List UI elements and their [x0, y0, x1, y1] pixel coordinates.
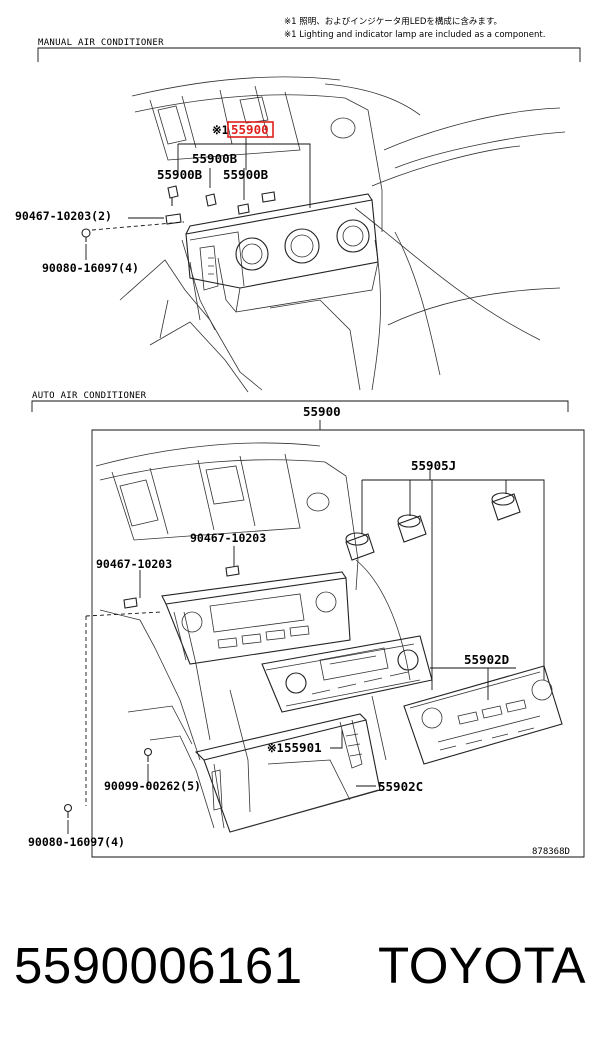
note-japanese: ※1 照明、およびインジケータ用LEDを構成に含みます。 [284, 16, 502, 27]
label-90467-10203-2: 90467-10203(2) [15, 209, 112, 223]
label-90080-16097-4-auto: 90080-16097(4) [28, 835, 125, 849]
label-55902c: 55902C [378, 779, 423, 794]
label-55900-highlighted: 55900 [231, 122, 269, 137]
label-55902d: 55902D [464, 652, 509, 667]
label-90080-16097-4: 90080-16097(4) [42, 261, 139, 275]
label-55905j: 55905J [411, 458, 456, 473]
label-90467-10203-a: 90467-10203 [190, 531, 266, 545]
label-55900b-2: 55900B [157, 167, 203, 182]
leader-55900-manual [178, 143, 311, 208]
leader-55905j-frame [362, 479, 545, 680]
section-title-manual: MANUAL AIR CONDITIONER [38, 38, 164, 48]
leader-screw-b-dash [91, 221, 185, 231]
manual-clips [81, 185, 276, 242]
leader-55900b [177, 144, 245, 200]
highlight-box [227, 121, 274, 138]
footer-brand: TOYOTA [378, 937, 586, 994]
highlight-prefix: ※1 [212, 123, 229, 137]
leader-55901 [330, 730, 343, 749]
leader-55902d [430, 667, 516, 700]
bezel-55902c [194, 713, 381, 833]
footer-part-number: 5590006161 [14, 937, 303, 994]
auto-knobs [345, 492, 521, 561]
label-55901: 55901 [284, 740, 322, 755]
label-90099-00262-5: 90099-00262(5) [104, 779, 201, 793]
auto-clips [63, 565, 240, 818]
panel-55901 [261, 635, 433, 713]
panel-55902d [403, 665, 563, 765]
label-55900b-1: 55900B [192, 151, 238, 166]
auto-control-panel [161, 571, 351, 665]
section-title-auto: AUTO AIR CONDITIONER [32, 391, 147, 401]
label-55900b-3: 55900B [223, 167, 269, 182]
note-english: ※1 Lighting and indicator lamp are inclu… [284, 30, 545, 40]
leader-55905j-branches [361, 480, 507, 690]
auto-frame [91, 429, 585, 858]
label-55901-prefix: ※1 [267, 741, 284, 755]
auto-section-bracket [31, 400, 569, 412]
manual-dashboard-drawing [119, 76, 566, 393]
leader-screw-90080-dash [85, 611, 163, 806]
label-55900-auto: 55900 [303, 404, 341, 419]
manual-section-bracket [37, 47, 581, 62]
illustration-id: 878368D [532, 847, 570, 857]
auto-dashboard-drawing [95, 442, 411, 829]
label-90467-10203-b: 90467-10203 [96, 557, 172, 571]
manual-control-panel [185, 193, 379, 313]
